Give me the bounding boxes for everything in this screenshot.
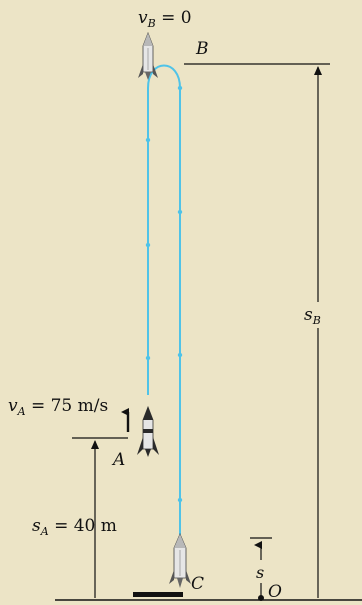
- point-A-label: A: [111, 450, 125, 470]
- origin-point: [258, 595, 264, 601]
- point-B-label: B: [195, 39, 209, 59]
- rocket-at-A: [137, 405, 159, 457]
- trajectory-markers: [145, 85, 183, 503]
- trajectory-path: [147, 64, 181, 540]
- rocket-at-C: [169, 532, 191, 588]
- sB-label: sB: [304, 305, 321, 327]
- vA-label: vA = 75 m/s: [8, 396, 108, 418]
- launch-pad: [133, 592, 183, 597]
- point-O-label: O: [268, 582, 282, 602]
- s-coordinate-label: s: [256, 563, 264, 582]
- point-C-label: C: [191, 574, 204, 594]
- rocket-at-B: [138, 31, 158, 80]
- sA-label: sA = 40 m: [32, 516, 117, 538]
- vB-label: vB = 0: [138, 8, 192, 30]
